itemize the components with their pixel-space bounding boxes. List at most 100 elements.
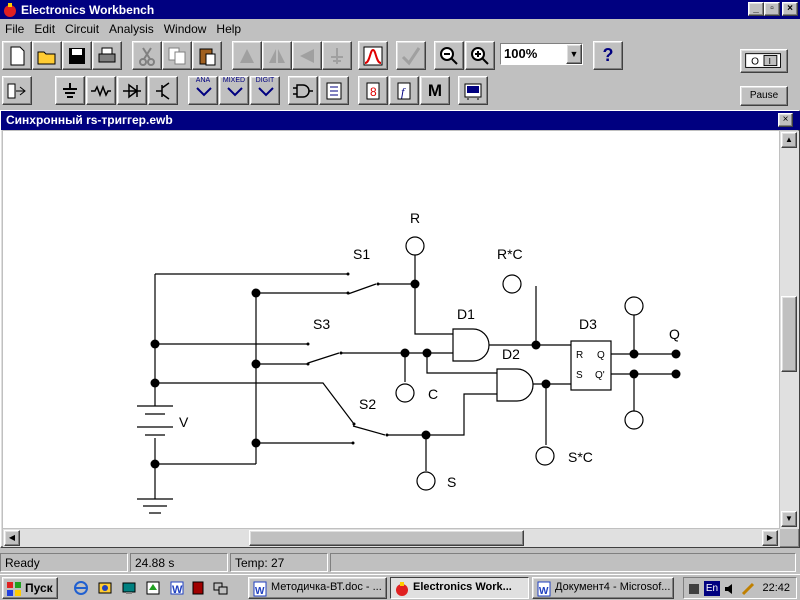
pause-button[interactable]: Pause xyxy=(740,86,788,106)
taskbar: Пуск W W Методичка-ВТ.doc - ... Electron… xyxy=(0,574,800,600)
start-button[interactable]: Пуск xyxy=(2,577,58,599)
menu-help[interactable]: Help xyxy=(216,21,242,36)
flip-vertical-button[interactable] xyxy=(292,41,322,70)
new-button[interactable] xyxy=(2,41,32,70)
digital-ics-bin-button[interactable]: DIGIT xyxy=(250,76,280,105)
mixed-ics-bin-button[interactable]: MIXED xyxy=(219,76,249,105)
status-empty xyxy=(330,553,796,572)
component-properties-button[interactable] xyxy=(322,41,352,70)
subcircuit-button[interactable] xyxy=(396,41,426,70)
pin-label-s: S xyxy=(576,370,583,381)
svg-text:f: f xyxy=(401,85,406,99)
zoom-in-button[interactable] xyxy=(465,41,495,70)
taskbar-item-electronics-workbench[interactable]: Electronics Work... xyxy=(390,577,529,599)
menu-window[interactable]: Window xyxy=(163,21,207,36)
miscellaneous-bin-button[interactable]: M xyxy=(420,76,450,105)
controls-bin-button[interactable]: f xyxy=(389,76,419,105)
internet-explorer-icon[interactable] xyxy=(73,580,89,596)
close-button[interactable]: × xyxy=(782,2,798,16)
menu-analysis[interactable]: Analysis xyxy=(109,21,154,36)
label-r: R xyxy=(410,210,420,226)
horizontal-scrollbar[interactable]: ◀ ▶ xyxy=(3,529,780,547)
open-button[interactable] xyxy=(32,41,62,70)
copy-icon xyxy=(168,47,186,64)
digital-ic-icon xyxy=(258,86,274,96)
label-d2: D2 xyxy=(502,346,520,362)
document-close-button[interactable]: × xyxy=(778,113,793,127)
label-q: Q xyxy=(669,326,680,342)
transistors-bin-button[interactable] xyxy=(148,76,178,105)
circuit-canvas[interactable]: R S1 R*C D1 D3 Q S3 D2 C V S2 S*C S R Q … xyxy=(3,131,779,528)
restore-button[interactable]: ▫ xyxy=(764,2,780,16)
analysis-graphs-button[interactable] xyxy=(358,41,388,70)
menu-file[interactable]: File xyxy=(5,21,25,36)
rotate-button[interactable] xyxy=(232,41,262,70)
volume-icon[interactable] xyxy=(723,581,739,597)
logic-gates-bin-button[interactable] xyxy=(288,76,318,105)
label-d3: D3 xyxy=(579,316,597,332)
print-button[interactable] xyxy=(92,41,122,70)
network-icon[interactable] xyxy=(212,580,228,596)
outlook-express-icon[interactable] xyxy=(97,580,113,596)
new-file-icon xyxy=(10,46,25,65)
help-button[interactable]: ? xyxy=(593,41,623,70)
diodes-bin-button[interactable] xyxy=(117,76,147,105)
ground-source-icon xyxy=(63,82,77,98)
channels-icon[interactable] xyxy=(145,580,161,596)
minimize-button[interactable]: _ xyxy=(748,2,764,16)
language-indicator[interactable]: En xyxy=(704,581,720,596)
analog-ics-bin-button[interactable]: ANA xyxy=(188,76,218,105)
mixed-label: MIXED xyxy=(222,77,246,84)
status-temp: Temp: 27 xyxy=(230,553,328,572)
label-s: S xyxy=(447,474,456,490)
scroll-right-icon[interactable]: ▶ xyxy=(762,530,778,546)
mixed-ic-icon xyxy=(227,86,243,96)
zoom-out-button[interactable] xyxy=(434,41,464,70)
scroll-down-icon[interactable]: ▼ xyxy=(781,511,797,527)
scheduler-icon[interactable] xyxy=(740,581,756,597)
label-s2: S2 xyxy=(359,396,376,412)
word-document-icon: W xyxy=(253,581,267,597)
and-gate-icon xyxy=(293,83,313,98)
vertical-scrollbar[interactable]: ▲ ▼ xyxy=(780,131,799,529)
digital-bin-button[interactable] xyxy=(319,76,349,105)
label-d1: D1 xyxy=(457,306,475,322)
instruments-bin-button[interactable] xyxy=(458,76,488,105)
horizontal-scroll-thumb[interactable] xyxy=(249,530,524,546)
zoom-select[interactable]: 100%▼ xyxy=(500,43,583,65)
sources-bin-button[interactable] xyxy=(55,76,85,105)
cut-button[interactable] xyxy=(132,41,162,70)
basic-bin-button[interactable] xyxy=(86,76,116,105)
antivirus-icon[interactable] xyxy=(686,581,702,597)
transistor-icon xyxy=(156,81,170,100)
menu-edit[interactable]: Edit xyxy=(34,21,56,36)
indicators-bin-button[interactable]: 8 xyxy=(358,76,388,105)
taskbar-item-label: Electronics Work... xyxy=(413,581,512,593)
dictionary-icon[interactable] xyxy=(190,580,206,596)
menu-circuit[interactable]: Circuit xyxy=(65,21,100,36)
open-folder-icon xyxy=(37,51,56,64)
flip-horizontal-icon xyxy=(269,48,285,63)
function-block-icon: f xyxy=(397,82,411,99)
vertical-scroll-thumb[interactable] xyxy=(781,296,797,372)
flip-horizontal-button[interactable] xyxy=(262,41,292,70)
scroll-left-icon[interactable]: ◀ xyxy=(4,530,20,546)
word-icon[interactable]: W xyxy=(169,580,185,596)
copy-button[interactable] xyxy=(162,41,192,70)
taskbar-item-document4[interactable]: W Документ4 - Microsof... xyxy=(532,577,674,599)
paste-button[interactable] xyxy=(192,41,222,70)
clock: 22:42 xyxy=(762,582,790,594)
svg-text:I: I xyxy=(769,57,771,66)
chevron-down-icon[interactable]: ▼ xyxy=(566,44,582,64)
taskbar-item-methodichka[interactable]: W Методичка-ВТ.doc - ... xyxy=(248,577,387,599)
printer-icon xyxy=(98,47,116,62)
word-document-icon: W xyxy=(537,581,551,597)
scroll-up-icon[interactable]: ▲ xyxy=(781,132,797,148)
zoom-in-icon xyxy=(471,46,489,65)
desktop-icon[interactable] xyxy=(121,580,137,596)
label-rc: R*C xyxy=(497,246,523,262)
save-button[interactable] xyxy=(62,41,92,70)
favorites-bin-button[interactable] xyxy=(2,76,32,105)
save-disk-icon xyxy=(69,47,85,64)
